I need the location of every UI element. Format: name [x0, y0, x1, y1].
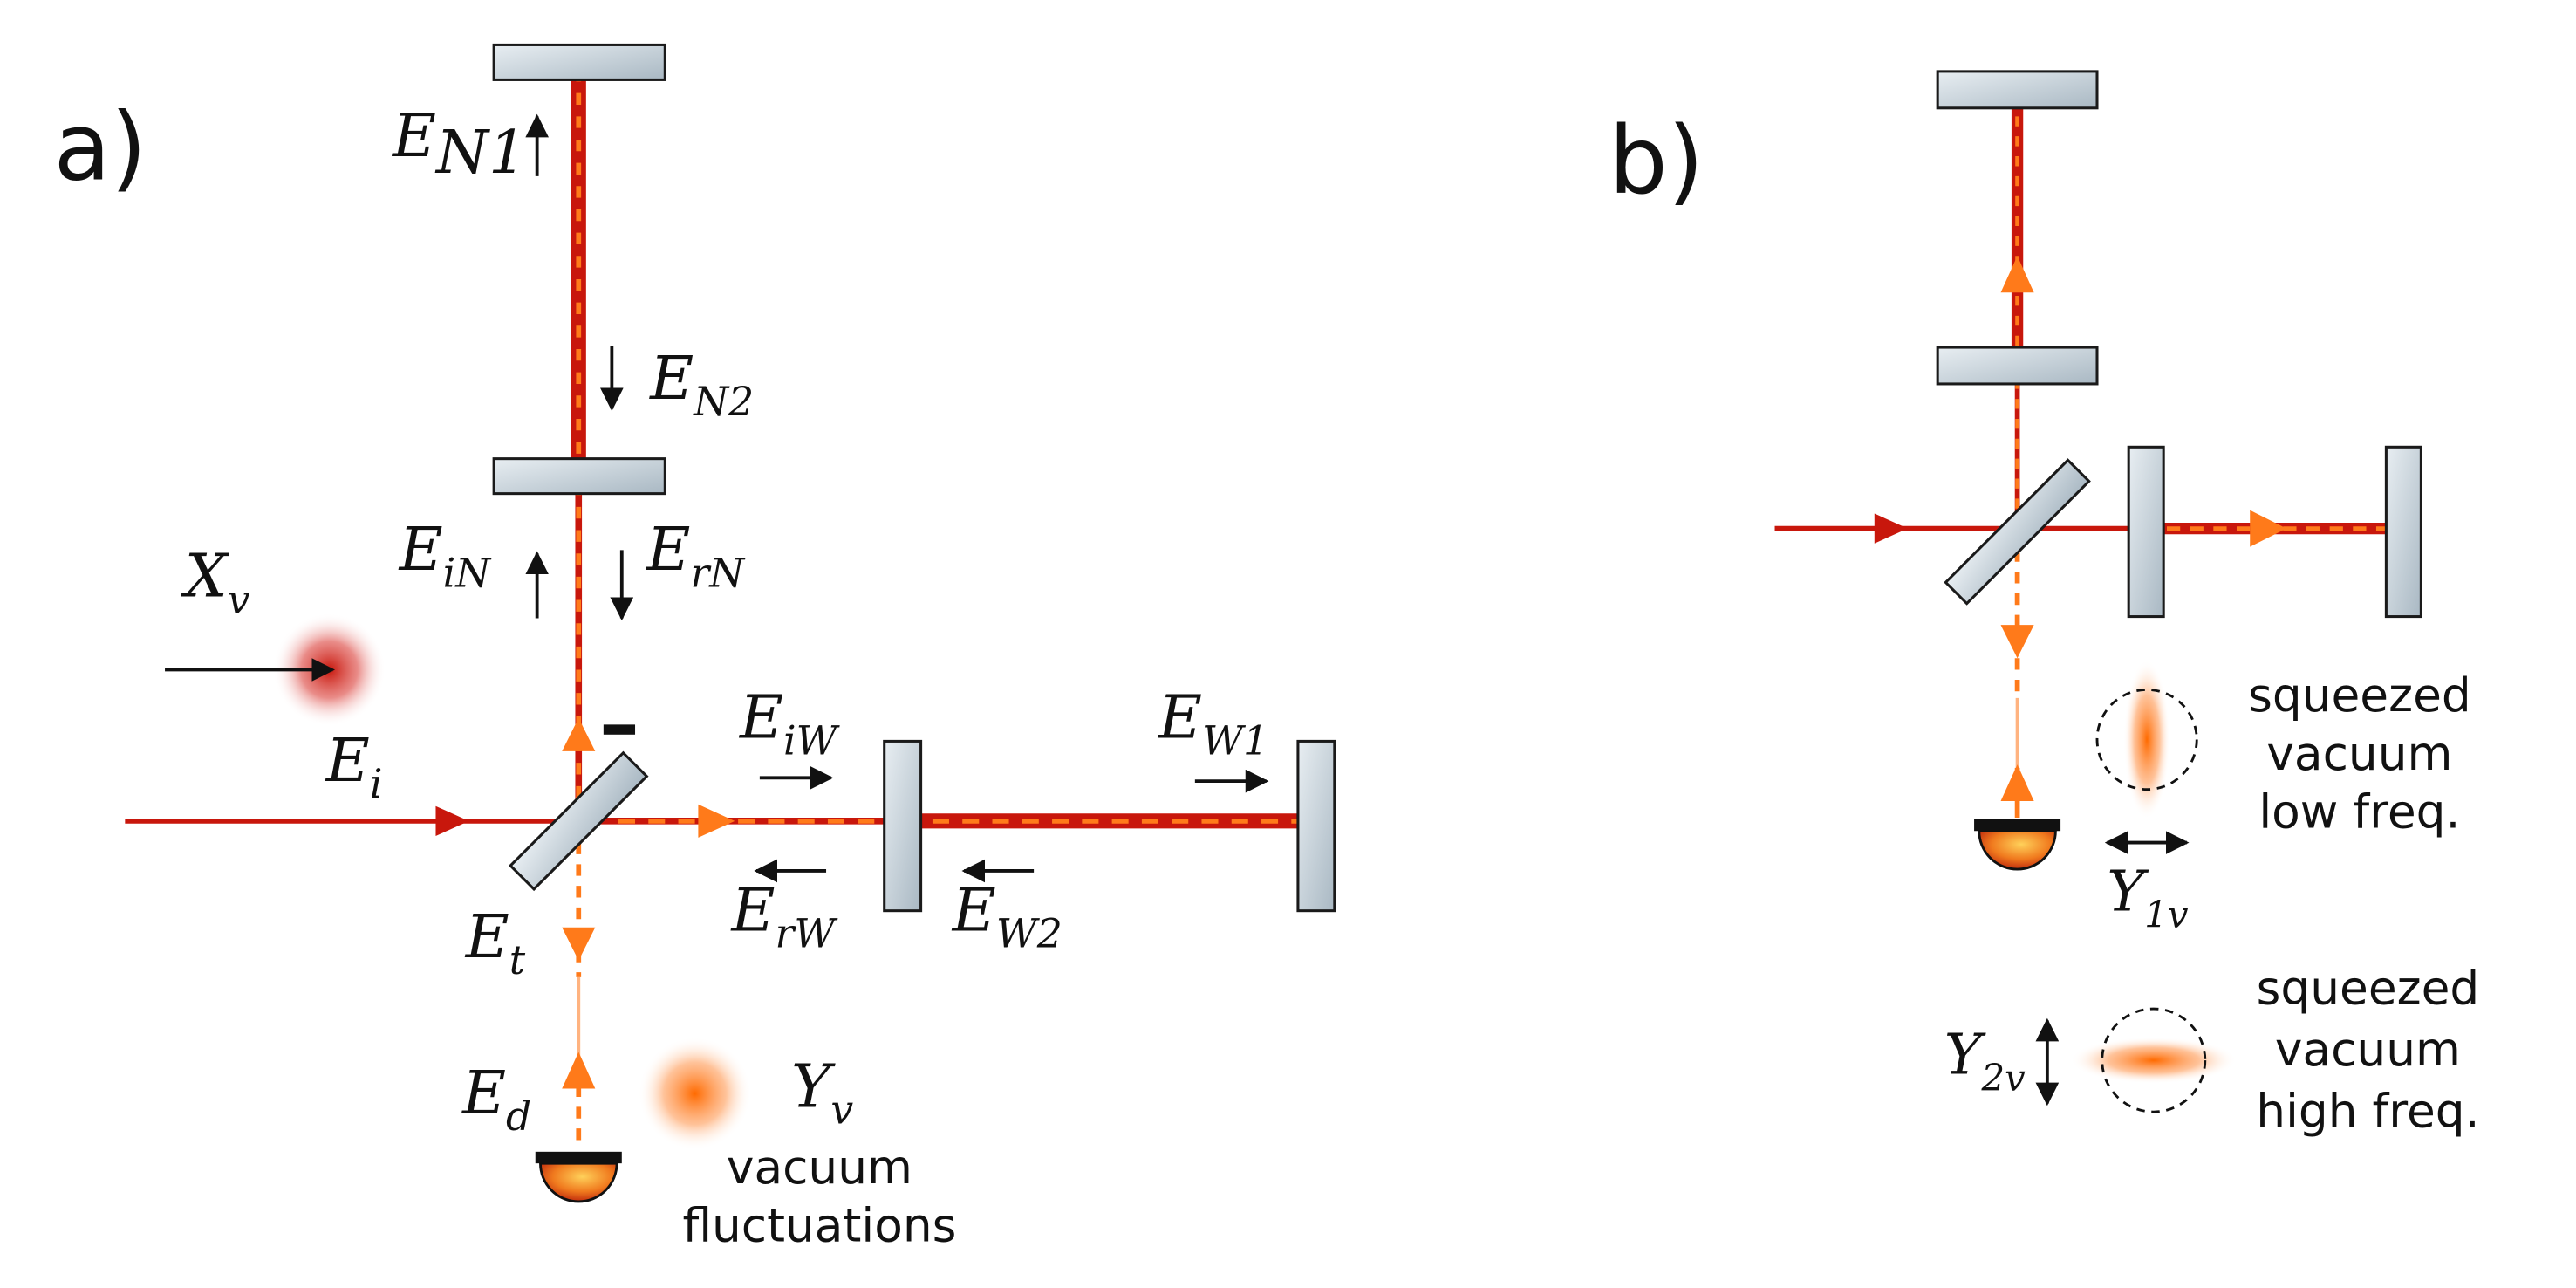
label-y1v: Y1v	[2107, 860, 2188, 936]
label-eiw: EiW	[738, 683, 841, 764]
detector-bar	[535, 1151, 622, 1164]
vacuum-label-line1: vacuum	[727, 1141, 912, 1195]
right-orange-arrowhead	[698, 804, 735, 838]
beams-a	[125, 79, 1315, 1150]
b-photodiode	[1978, 829, 2057, 871]
low-freq-line3: low freq.	[2258, 784, 2460, 839]
west-input-mirror	[883, 739, 923, 913]
b-west-arrowhead	[2250, 510, 2287, 547]
label-y2v: Y2v	[1944, 1022, 2026, 1099]
b-detector-bar	[1974, 819, 2061, 832]
detector-up-arrowhead	[562, 1052, 596, 1089]
b-west-input-mirror	[2127, 445, 2165, 619]
north-end-mirror	[492, 43, 666, 81]
panel-b: b)	[1609, 70, 2480, 1138]
b-input-arrowhead	[1874, 513, 1908, 544]
label-en2: EN2	[648, 344, 754, 425]
beamsplitter	[509, 750, 649, 892]
label-yv: Yv	[791, 1052, 853, 1133]
label-en1: EN1	[391, 101, 527, 188]
input-arrowhead	[435, 805, 469, 836]
high-freq-line3: high freq.	[2256, 1084, 2479, 1138]
high-freq-line2: vacuum	[2275, 1023, 2461, 1077]
low-freq-line2: vacuum	[2266, 727, 2452, 781]
label-ein: EiN	[398, 515, 493, 596]
label-xv: Xv	[181, 542, 250, 623]
b-detector-arrowhead	[2000, 764, 2034, 801]
panel-a: a)	[53, 43, 1336, 1253]
yv-vacuum-blob	[638, 1037, 752, 1150]
b-north-arrowhead	[2000, 256, 2034, 293]
b-north-input-mirror	[1936, 346, 2099, 386]
high-freq-vacuum-circle	[2101, 1007, 2207, 1113]
squeezed-high-freq: Y2v squeezed vacuum high freq.	[1944, 961, 2480, 1138]
high-freq-line1: squeezed	[2257, 961, 2480, 1015]
detector-a	[535, 1151, 622, 1203]
label-erw: ErW	[729, 876, 838, 957]
down-orange-arrowhead	[562, 927, 596, 961]
label-ei: Ei	[325, 726, 383, 807]
b-beamsplitter	[1944, 458, 2091, 606]
high-freq-squeezed-ellipse	[2070, 1037, 2237, 1084]
squeezed-low-freq: Y1v squeezed vacuum low freq.	[2095, 660, 2471, 936]
panel-a-label: a)	[53, 94, 147, 202]
b-down-arrowhead	[2000, 625, 2034, 659]
beams-b	[1774, 104, 2403, 819]
north-input-mirror	[492, 457, 666, 496]
label-ed: Ed	[461, 1058, 531, 1140]
field-arrows-a	[165, 113, 1269, 883]
label-et: Et	[464, 902, 526, 983]
low-freq-vacuum-circle	[2095, 688, 2198, 791]
label-ew1: EW1	[1157, 683, 1268, 764]
label-ew2: EW2	[951, 876, 1063, 957]
b-west-end-mirror	[2384, 445, 2422, 619]
low-freq-line1: squeezed	[2248, 668, 2471, 723]
panel-b-label: b)	[1609, 107, 1704, 216]
up-orange-arrowhead	[562, 717, 596, 751]
vacuum-label-line2: fluctuations	[682, 1199, 956, 1253]
minus-sign	[603, 724, 636, 735]
detector-b	[1974, 819, 2061, 871]
photodiode	[539, 1161, 618, 1203]
b-north-end-mirror	[1936, 70, 2099, 110]
west-end-mirror	[1296, 739, 1336, 913]
label-ern: ErN	[645, 515, 746, 596]
low-freq-squeezed-ellipse	[2123, 660, 2170, 819]
